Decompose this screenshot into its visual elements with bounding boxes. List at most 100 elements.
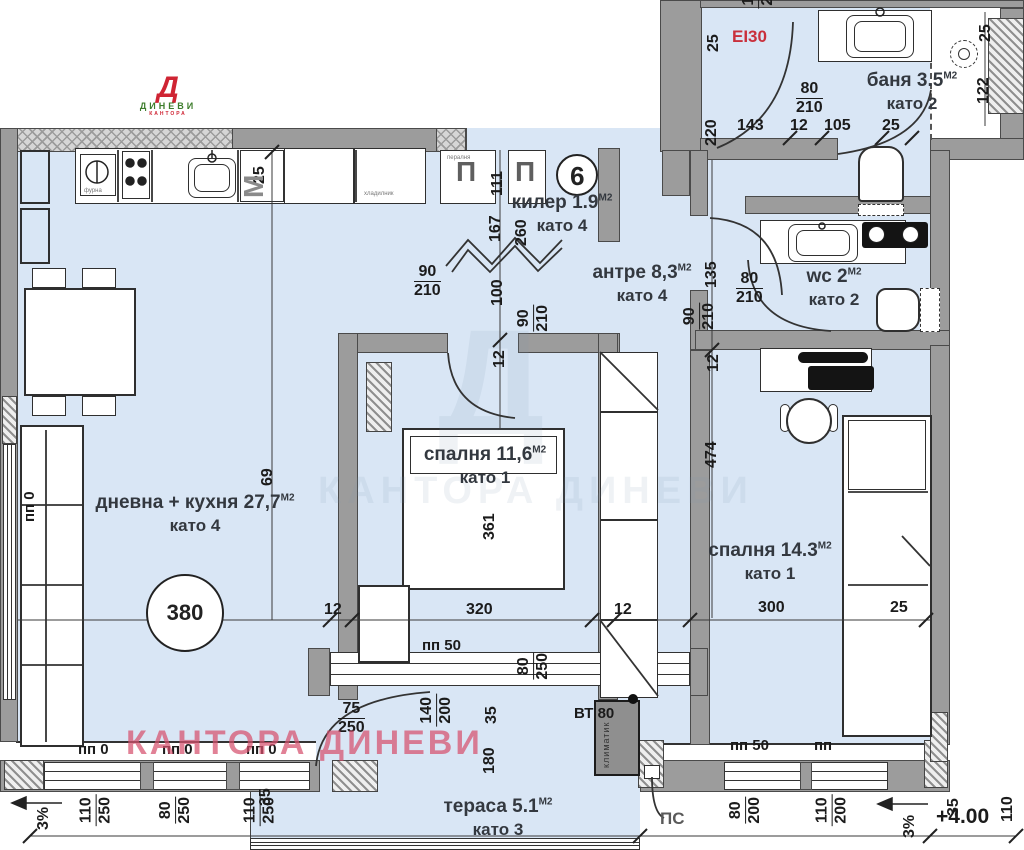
agency-logo-mark: Д xyxy=(157,71,179,104)
ac-unit-dot xyxy=(628,694,638,704)
counter-box xyxy=(284,148,354,204)
window-mullion xyxy=(800,762,812,790)
bed1-wardrobe xyxy=(366,362,392,432)
circle-380-marker: 380 xyxy=(146,574,224,652)
wall xyxy=(745,196,950,214)
counter-box-fridge xyxy=(354,148,426,204)
dining-table xyxy=(24,288,136,396)
washing-machine-icon xyxy=(858,146,904,202)
dining-chair xyxy=(32,268,66,288)
toilet-icon xyxy=(876,288,920,332)
wall xyxy=(930,345,950,745)
fridge-letter: М xyxy=(238,174,269,198)
dimension-text: 12 xyxy=(324,601,342,618)
dimension-fraction: 160210 xyxy=(740,0,777,9)
wall xyxy=(338,333,358,700)
wc-sink-inner xyxy=(796,230,850,256)
dimension-text: 474 xyxy=(703,441,720,468)
dryer-box xyxy=(508,150,546,204)
bed2-pillow xyxy=(848,420,926,490)
dimension-text: 220 xyxy=(703,119,720,146)
dimension-text: 3% xyxy=(35,806,52,830)
hob-icon xyxy=(122,151,150,199)
dimension-text: 122 xyxy=(975,77,992,104)
dimension-text: 35 xyxy=(945,798,962,816)
dimension-text: пп 50 xyxy=(730,737,769,754)
wall xyxy=(690,648,708,696)
wall xyxy=(690,150,708,216)
wardrobe-box xyxy=(600,412,658,520)
watermark-text: КАНТОРА ДИНЕВИ xyxy=(126,724,483,762)
dimension-text: пп 0 xyxy=(78,741,109,758)
bed2-bottom-strip xyxy=(640,743,936,765)
dimension-text: 105 xyxy=(824,117,851,134)
vt80-label: ВТ 80 xyxy=(574,705,615,722)
agency-logo-name: ДИНЕВИ xyxy=(139,101,197,111)
level-label: +4.00 xyxy=(936,805,990,828)
laptop-icon xyxy=(808,366,874,390)
fire-rating-label: EI30 xyxy=(732,27,767,46)
dining-chair xyxy=(82,396,116,416)
dimension-text: 100 xyxy=(489,279,506,306)
oven-label: фурна xyxy=(84,188,102,194)
kitchen-sink-inner xyxy=(194,164,230,192)
wall xyxy=(690,350,710,745)
window xyxy=(44,762,310,790)
dimension-text: 25 xyxy=(977,24,994,42)
dryer-letter: П xyxy=(515,156,536,187)
dimension-text: 25 xyxy=(890,599,908,616)
wardrobe-box xyxy=(600,352,658,412)
kitchen-tall-cabinet xyxy=(20,150,50,204)
bed1-pillow xyxy=(410,436,557,474)
dimension-text: 167 xyxy=(487,215,504,242)
dimension-text: пп 0 xyxy=(246,741,277,758)
toilet-tank xyxy=(920,288,940,332)
window-mullion xyxy=(226,762,240,790)
sofa xyxy=(20,425,84,747)
dimension-text: пп 50 xyxy=(422,637,461,654)
washer-letter: П xyxy=(456,156,477,187)
dimension-text: пп xyxy=(814,737,833,754)
window xyxy=(3,444,16,700)
dimension-text: 361 xyxy=(481,513,498,540)
kitchen-tall-cabinet xyxy=(20,208,50,264)
dimension-text: 135 xyxy=(703,261,720,288)
wall-pier-hatch xyxy=(2,396,17,444)
fridge-label: хладилник xyxy=(364,191,394,197)
dimension-text: 180 xyxy=(481,747,498,774)
circle-380-text: 380 xyxy=(166,600,204,625)
washing-machine-base xyxy=(858,204,904,216)
wall xyxy=(700,138,838,160)
wall xyxy=(695,330,950,350)
faint-watermark-text: КАНТОРА ДИНЕВИ xyxy=(318,470,754,512)
circle-9-marker: 9 xyxy=(556,154,598,196)
dimension-text: 12 xyxy=(790,117,808,134)
boiler-dial xyxy=(868,226,885,243)
dimension-text: 12 xyxy=(491,350,508,368)
wardrobe-box xyxy=(600,620,658,698)
ac-unit-label: климатик xyxy=(601,721,611,768)
dimension-text: пп 0 xyxy=(162,741,193,758)
bath-corner-hatch xyxy=(988,18,1024,114)
wall-pier-hatch xyxy=(332,760,378,792)
ps-label: ПС xyxy=(660,809,685,828)
wall-pier-hatch xyxy=(930,712,948,762)
dimension-text: 320 xyxy=(466,601,493,618)
monitor-icon xyxy=(798,352,868,363)
ac-unit-box xyxy=(594,700,640,776)
wall xyxy=(518,333,620,353)
dimension-text: 25 xyxy=(705,34,722,52)
dimension-text: 110 xyxy=(999,796,1016,822)
bath-sink-inner xyxy=(854,21,906,52)
